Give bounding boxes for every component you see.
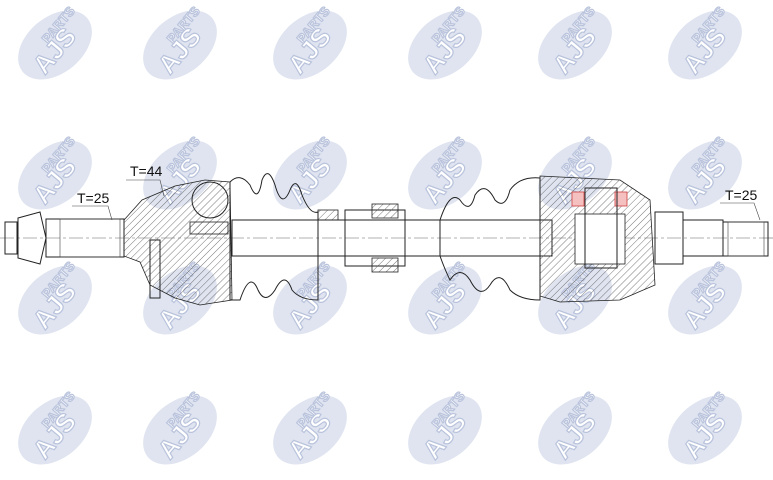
- svg-text:T=25: T=25: [725, 187, 758, 203]
- watermark-logo: AJS PARTS: [538, 388, 612, 465]
- watermark-logo: AJS PARTS: [18, 133, 92, 210]
- watermark-logo: AJS PARTS: [408, 388, 482, 465]
- watermark-logo: AJS PARTS: [408, 133, 482, 210]
- label-abs-ring: T=44: [126, 163, 165, 197]
- svg-text:T=44: T=44: [130, 163, 163, 179]
- watermark-logo: AJS PARTS: [668, 3, 742, 80]
- watermark-logo: AJS PARTS: [538, 3, 612, 80]
- watermark-logo: AJS PARTS: [273, 388, 347, 465]
- label-left-spline: T=25: [72, 190, 113, 221]
- watermark-logo: AJS PARTS: [408, 258, 482, 335]
- watermark-logo: AJS PARTS: [18, 388, 92, 465]
- watermark-logo: AJS PARTS: [143, 388, 217, 465]
- watermark-logo: AJS PARTS: [18, 3, 92, 80]
- watermark-logo: AJS PARTS: [668, 258, 742, 335]
- watermark-logo: AJS PARTS: [273, 133, 347, 210]
- watermark-logo: AJS PARTS: [408, 3, 482, 80]
- watermark-logo: AJS PARTS: [273, 3, 347, 80]
- watermark-logo: AJS PARTS: [18, 258, 92, 335]
- label-right-spline: T=25: [720, 187, 761, 221]
- watermark-logo: AJS PARTS: [668, 388, 742, 465]
- drive-shaft: [4, 173, 769, 306]
- watermark-logo: AJS PARTS: [143, 3, 217, 80]
- watermark-logo: AJS PARTS: [668, 133, 742, 210]
- svg-text:T=25: T=25: [77, 190, 110, 206]
